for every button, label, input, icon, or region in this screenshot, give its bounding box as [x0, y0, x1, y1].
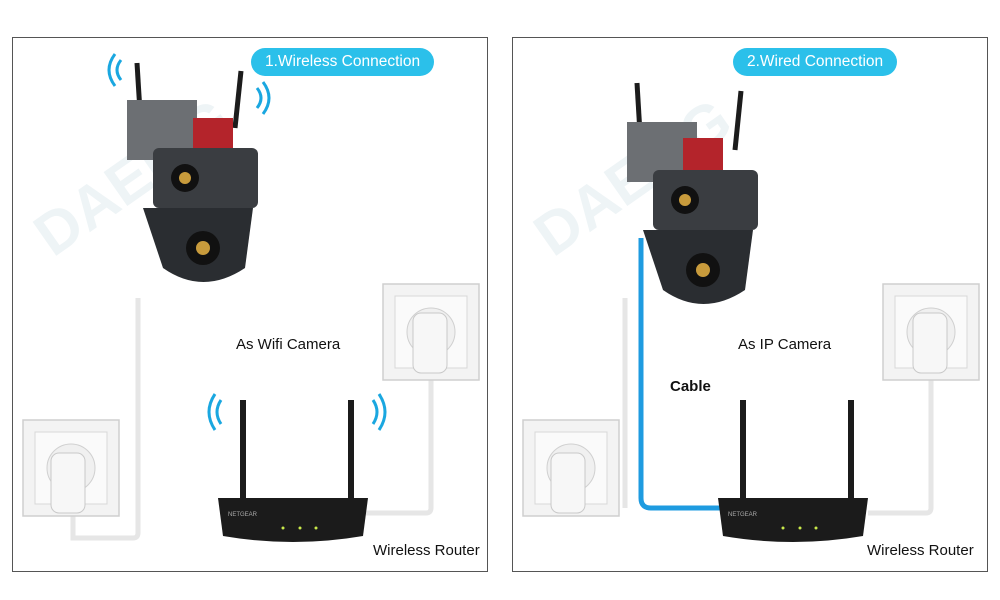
camera-icon	[127, 62, 258, 282]
power-outlet-icon	[522, 419, 620, 517]
wired-diagram: DAEMG	[522, 82, 980, 542]
ethernet-cable	[638, 238, 723, 511]
wireless-diagram: DAEMG	[22, 53, 480, 542]
panel-title-wireless: 1.Wireless Connection	[251, 48, 435, 76]
wired-connection-panel: 2.Wired Connection DAEMG	[512, 37, 988, 572]
router-power-cord	[353, 378, 434, 516]
power-outlet-icon	[882, 283, 980, 381]
router-icon: NETGEAR	[218, 400, 368, 542]
router-brand-text: NETGEAR	[228, 512, 258, 518]
power-outlet-icon	[22, 419, 120, 517]
wireless-connection-panel: 1.Wireless Connection DAEMG	[12, 37, 488, 572]
power-outlet-icon	[382, 283, 480, 381]
router-label: Wireless Router	[867, 542, 974, 559]
camera-power-cord	[70, 298, 141, 541]
wifi-waves-icon	[207, 393, 387, 431]
camera-mode-label: As IP Camera	[738, 336, 832, 353]
camera-mode-label: As Wifi Camera	[236, 336, 341, 353]
cable-label: Cable	[670, 378, 711, 395]
wifi-waves-icon	[107, 53, 271, 115]
panel-title-wired: 2.Wired Connection	[733, 48, 898, 76]
router-power-cord	[868, 378, 934, 516]
router-icon: NETGEAR	[718, 400, 868, 542]
camera-icon	[627, 82, 758, 304]
router-brand-text: NETGEAR	[728, 512, 758, 518]
router-label: Wireless Router	[373, 542, 480, 559]
